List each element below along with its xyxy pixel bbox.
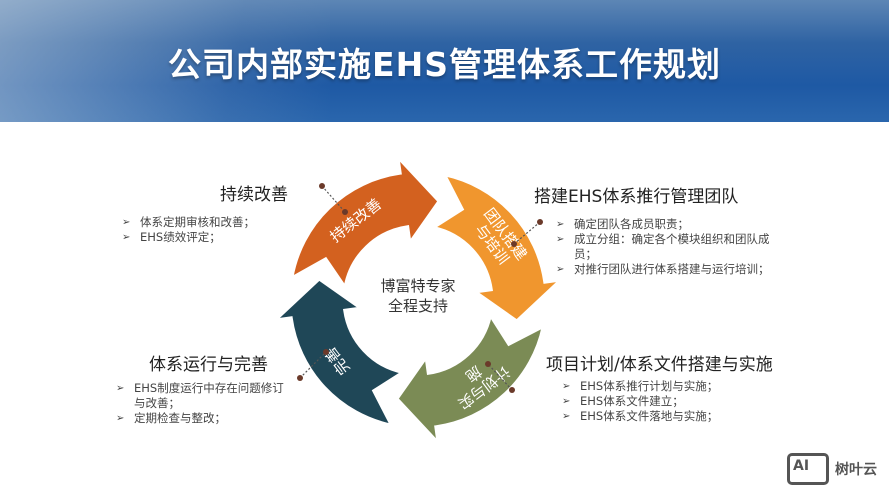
cycle-arrow-team-building bbox=[429, 172, 566, 323]
connector-dot bbox=[319, 183, 325, 189]
logo-mark: AI bbox=[787, 453, 829, 485]
heading-top-right: 搭建EHS体系推行管理团队 bbox=[534, 187, 739, 207]
list-top-right: 确定团队各成员职责； 成立分组：确定各个模块组织和团队成员； 对推行团队进行体系… bbox=[556, 217, 786, 277]
list-top-left: 体系定期审核和改善； EHS绩效评定； bbox=[122, 215, 255, 245]
center-line-1: 博富特专家 bbox=[380, 277, 456, 295]
center-line-2: 全程支持 bbox=[387, 297, 448, 315]
list-item: EHS绩效评定； bbox=[122, 230, 255, 245]
connector-dot bbox=[537, 219, 543, 225]
list-item: EHS体系文件建立； bbox=[562, 394, 718, 409]
heading-bottom-left: 体系运行与完善 bbox=[149, 355, 268, 375]
list-item: 确定团队各成员职责； bbox=[556, 217, 786, 232]
list-item: EHS制度运行中存在问题修订与改善； bbox=[116, 381, 291, 411]
list-bottom-left: EHS制度运行中存在问题修订与改善； 定期检查与整改； bbox=[116, 381, 291, 426]
list-item: 体系定期审核和改善； bbox=[122, 215, 255, 230]
page-title: 公司内部实施EHS管理体系工作规划 bbox=[168, 45, 721, 84]
cycle-arrow-improve bbox=[270, 277, 407, 428]
connector-line bbox=[487, 363, 513, 391]
connector-line bbox=[321, 185, 346, 213]
connector-dot bbox=[511, 241, 517, 247]
list-item: 对推行团队进行体系搭建与运行培训； bbox=[556, 262, 786, 277]
connector-line bbox=[513, 221, 541, 245]
heading-top-left: 持续改善 bbox=[220, 185, 288, 205]
connector-dot bbox=[323, 349, 329, 355]
logo-text: 树叶云 bbox=[835, 462, 877, 478]
list-item: 成立分组：确定各个模块组织和团队成员； bbox=[556, 232, 786, 262]
cycle-arrow-continuous-improvement bbox=[289, 152, 441, 292]
logo: AI 树叶云 bbox=[787, 453, 877, 485]
connector-dot bbox=[297, 375, 303, 381]
center-label: 博富特专家 全程支持 bbox=[368, 276, 468, 316]
connector-dot bbox=[485, 361, 491, 367]
connector-dot bbox=[342, 209, 348, 215]
connector-dot bbox=[509, 387, 515, 393]
list-item: EHS体系推行计划与实施； bbox=[562, 379, 718, 394]
cycle-arrow-plan-implement bbox=[395, 311, 546, 448]
heading-bottom-right: 项目计划/体系文件搭建与实施 bbox=[546, 355, 773, 375]
header-banner: 公司内部实施EHS管理体系工作规划 bbox=[0, 0, 889, 122]
list-bottom-right: EHS体系推行计划与实施； EHS体系文件建立； EHS体系文件落地与实施； bbox=[562, 379, 718, 424]
list-item: 定期检查与整改； bbox=[116, 411, 291, 426]
list-item: EHS体系文件落地与实施； bbox=[562, 409, 718, 424]
